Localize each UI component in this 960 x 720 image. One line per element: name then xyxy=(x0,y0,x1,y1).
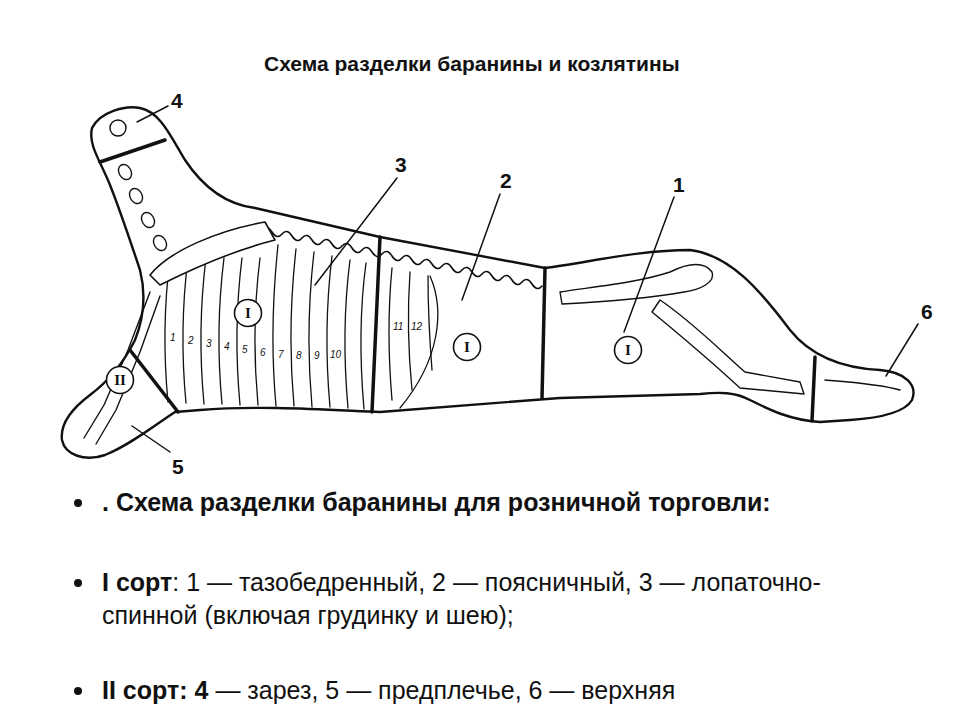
grade-heading: . Схема разделки баранины для розничной … xyxy=(102,488,771,516)
grade-heading: II сорт: 4 xyxy=(102,676,208,704)
callout-number: 4 xyxy=(171,90,183,111)
cut-line xyxy=(100,140,165,162)
bullet-paragraph: . Схема разделки баранины для розничной … xyxy=(102,486,862,519)
rib-number: 1 xyxy=(169,333,177,343)
callout-number: 3 xyxy=(395,154,407,175)
callout-number: 2 xyxy=(500,170,512,191)
rib-number: 7 xyxy=(277,350,285,360)
grade-numeral: II xyxy=(114,373,126,388)
cut-line xyxy=(542,268,545,398)
grade-circle: I xyxy=(452,332,482,362)
grade-description: — зарез, 5 — предплечье, 6 — верхняя xyxy=(215,676,675,704)
grade-heading: I сорт xyxy=(102,568,172,596)
rib-number: 10 xyxy=(329,350,342,360)
bullet-dot xyxy=(74,687,82,695)
grade-numeral: I xyxy=(464,340,470,355)
rib-number: 5 xyxy=(241,345,249,355)
rib-number: 2 xyxy=(187,336,195,346)
rib-number: 8 xyxy=(295,351,303,361)
rib-number: 6 xyxy=(259,348,267,358)
rib-number: 9 xyxy=(313,351,321,361)
carcass-outline xyxy=(62,107,914,457)
grade-circle: I xyxy=(233,298,263,328)
cut-line xyxy=(372,237,380,412)
spine xyxy=(262,227,542,288)
callout-number: 6 xyxy=(921,301,933,322)
rib-number: 4 xyxy=(223,342,231,352)
grade-numeral: I xyxy=(625,343,631,358)
rib-number: 3 xyxy=(205,339,213,349)
ribs xyxy=(165,245,438,409)
scapula xyxy=(150,222,275,285)
foreleg-bones xyxy=(84,292,160,444)
rib-number: 12 xyxy=(410,322,423,332)
bullet-paragraph: I сорт: 1 — тазобедренный, 2 — поясничны… xyxy=(102,566,862,632)
grade-description: : 1 — тазобедренный, 2 — поясничный, 3 —… xyxy=(102,568,821,629)
hindleg-bones xyxy=(560,265,900,395)
grade-numeral: I xyxy=(245,306,251,321)
bullet-dot xyxy=(74,499,82,507)
grade-circle: II xyxy=(105,365,135,395)
bullet-dot xyxy=(74,579,82,587)
rib-number: 11 xyxy=(392,322,404,332)
grade-circle: I xyxy=(613,335,643,365)
cut-line xyxy=(812,357,815,421)
leader-line xyxy=(132,106,918,452)
diagram-title: Схема разделки баранины и козлятины xyxy=(264,52,680,76)
callout-number: 5 xyxy=(172,456,184,477)
bullet-paragraph: II сорт: 4— зарез, 5 — предплечье, 6 — в… xyxy=(102,674,862,707)
neck-vertebrae xyxy=(110,120,169,253)
callout-number: 1 xyxy=(673,174,685,195)
